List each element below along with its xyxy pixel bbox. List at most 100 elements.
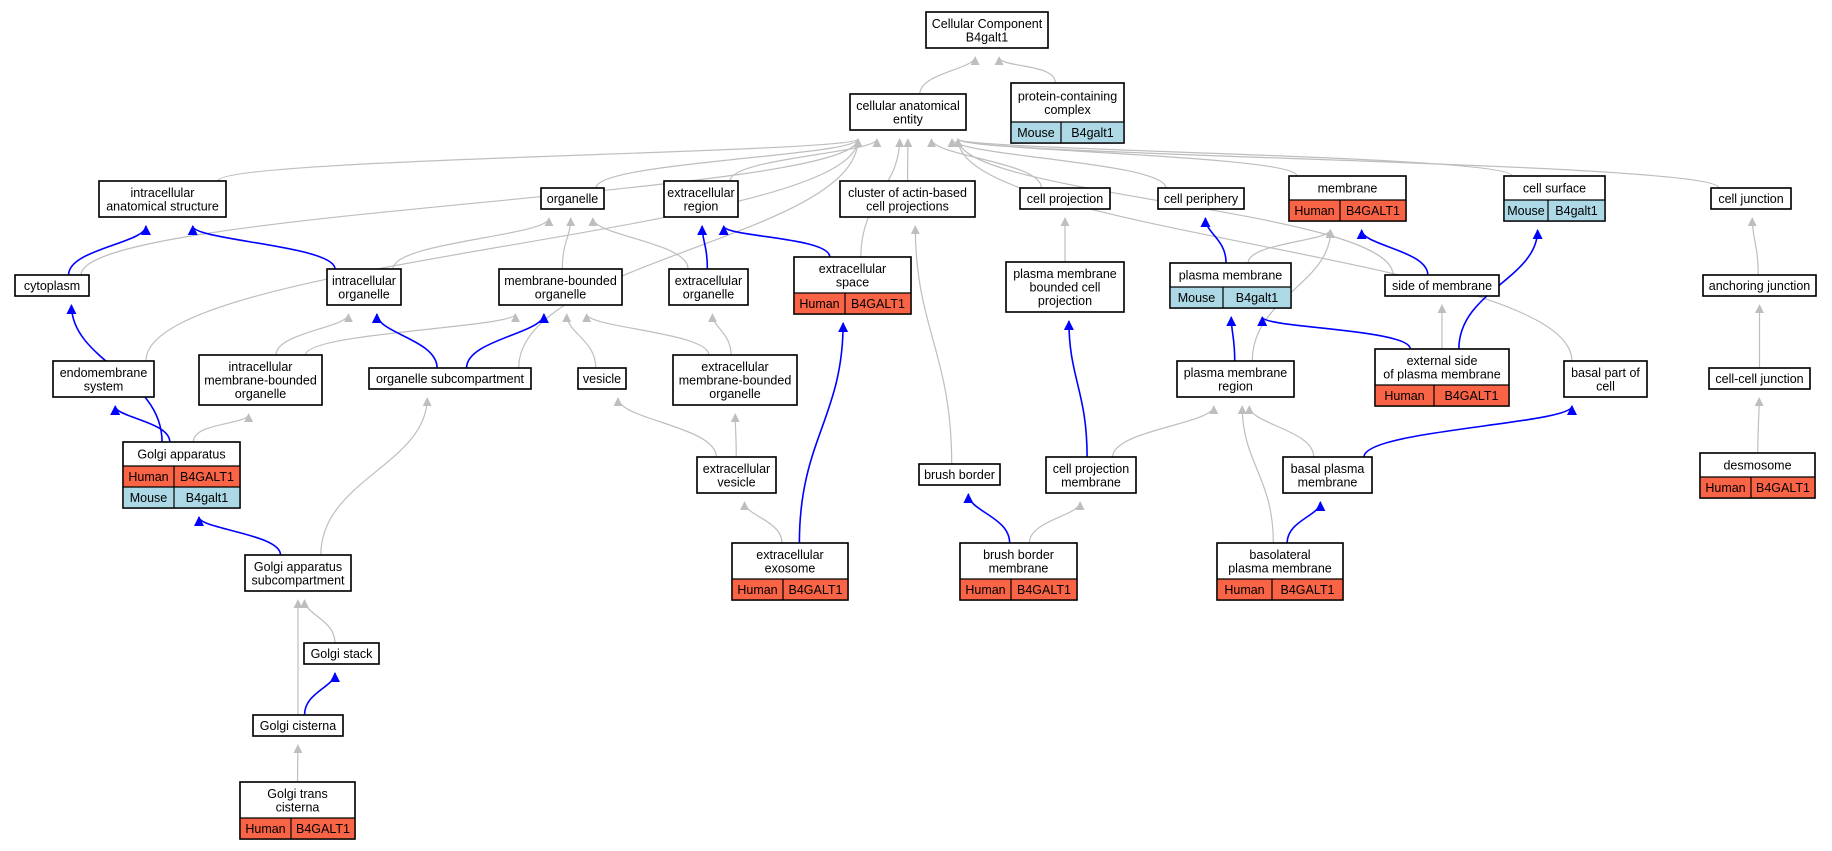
node-label: extracellular [675,274,742,288]
edge-intracellular-mb-organelle-to-membrane-bounded-organelle [304,313,520,356]
node-label: desmosome [1723,459,1791,473]
node-label: brush border [983,548,1054,562]
edge-organelle-to-cellular-anatomical-entity [595,138,863,189]
edge-extracellular-vesicle-to-extracellular-mb-organelle [730,413,740,458]
gene-label: B4galt1 [186,491,228,505]
node-cell-projection[interactable]: cell projection [1019,187,1111,210]
node-organelle[interactable]: organelle [540,187,605,210]
edge-golgi-subcompartment-to-organelle-subcompartment [320,397,432,556]
edge-plasma-membrane-to-cell-periphery [1200,217,1227,264]
node-box [52,360,155,398]
node-label: membrane-bounded [679,374,792,388]
edge-extracellular-space-to-extracellular-region [718,225,831,258]
node-organelle-subcompartment[interactable]: organelle subcompartment [368,367,532,390]
node-box [696,456,777,494]
node-label: cell junction [1718,192,1783,206]
annotation-row [1011,122,1124,143]
edge-organelle-subcompartment-to-intracellular-organelle [371,313,438,369]
gene-label: B4GALT1 [1445,389,1499,403]
edge-cellular-anatomical-entity-to-root [919,56,980,95]
gene-label: B4GALT1 [1017,583,1071,597]
node-anchoring-junction[interactable]: anchoring junction [1702,274,1817,297]
annotation-row [794,293,911,314]
node-box [1282,456,1373,494]
edge-organelle-subcompartment-to-membrane-bounded-organelle [465,313,549,369]
node-label: vesicle [717,475,755,489]
node-label: Golgi trans [267,787,327,801]
node-label: extracellular [701,360,768,374]
node-cell-periphery[interactable]: cell periphery [1157,187,1245,210]
node-label: cluster of actin-based [848,186,967,200]
node-vesicle[interactable]: vesicle [577,367,627,390]
edge-plasma-membrane-to-membrane [1247,229,1335,264]
node-label: organelle [235,387,286,401]
edge-intracellular-organelle-to-intracellular-anatomical-structure [187,225,336,270]
node-golgi-stack[interactable]: Golgi stack [303,642,380,665]
edge-golgi-apparatus-to-intracellular-mb-organelle [192,413,254,443]
node-label: cell projection [1053,462,1129,476]
node-label: anatomical structure [106,199,219,213]
node-cell-junction[interactable]: cell junction [1710,187,1792,210]
node-label: plasma membrane [1179,269,1283,283]
node-label: complex [1044,103,1091,117]
edge-golgi-subcompartment-to-golgi-apparatus [194,516,282,556]
node-label: Cellular Component [932,17,1043,31]
node-brush-border[interactable]: brush border [918,463,1001,486]
node-label: cell-cell junction [1715,372,1803,386]
node-cytoplasm[interactable]: cytoplasm [14,274,90,297]
edge-cytoplasm-to-intracellular-anatomical-structure [67,225,151,276]
node-label: subcompartment [251,573,345,587]
edge-desmosome-to-cell-cell-junction [1754,397,1764,454]
edge-intracellular-organelle-to-organelle [392,217,554,270]
edge-basal-plasma-membrane-to-plasma-membrane-region [1244,405,1315,458]
species-label: Human [1224,583,1264,597]
edge-extracellular-region-to-cellular-anatomical-entity [729,138,882,182]
node-label: endomembrane [60,366,148,380]
species-label: Mouse [1017,126,1055,140]
node-cell-cell-junction[interactable]: cell-cell junction [1708,367,1811,390]
node-label: organelle [547,192,598,206]
node-label: extracellular [756,548,823,562]
node-box [326,268,402,306]
edge-golgi-apparatus-to-endomembrane-system [110,405,171,443]
edge-cell-periphery-to-cellular-anatomical-entity [947,138,1167,189]
edge-brush-border-membrane-to-cell-projection-membrane [1028,501,1085,544]
node-side-of-membrane[interactable]: side of membrane [1384,274,1500,297]
edge-basal-plasma-membrane-to-basal-part-of-cell [1363,405,1577,458]
node-label: side of membrane [1392,279,1492,293]
node-golgi-cisterna[interactable]: Golgi cisterna [252,714,344,737]
node-label: cell surface [1523,182,1586,196]
node-label: organelle subcompartment [376,372,525,386]
